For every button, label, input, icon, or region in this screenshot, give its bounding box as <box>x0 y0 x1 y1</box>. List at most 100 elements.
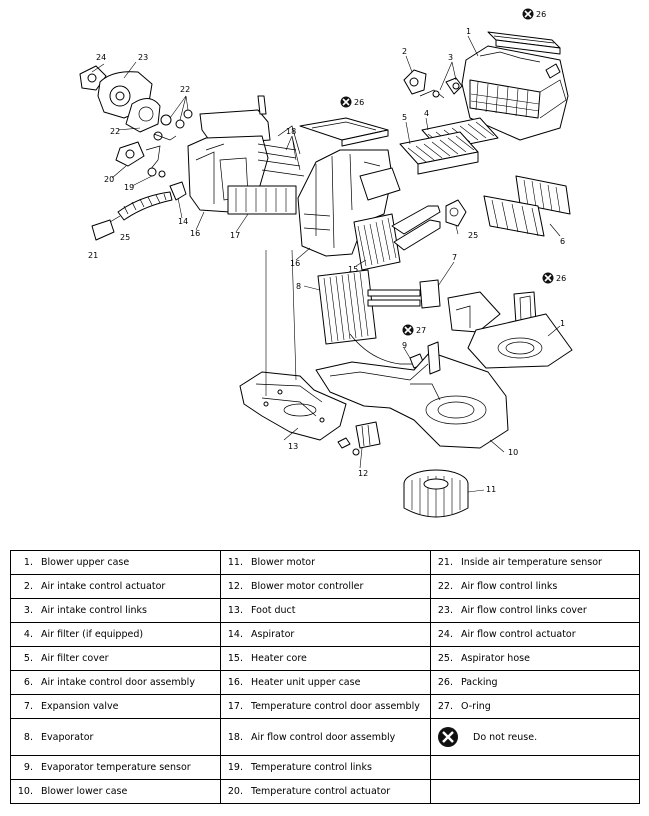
callout-10: 10 <box>508 448 518 457</box>
legend-row: 3. Air intake control links 13. Foot duct 23… <box>10 598 640 623</box>
callout-12: 12 <box>358 469 368 478</box>
callout-25-right: 25 <box>468 231 478 240</box>
legend-number: 20. <box>227 786 243 797</box>
legend-number: 10. <box>17 786 33 797</box>
legend-number: 4. <box>23 629 33 640</box>
callout-11: 11 <box>486 485 496 494</box>
legend-number: 16. <box>227 677 243 688</box>
legend-number: 8. <box>23 731 33 743</box>
heater-unit-upper-case <box>297 149 401 257</box>
callout-7: 7 <box>452 253 457 262</box>
callout-9: 9 <box>402 341 407 350</box>
legend-label: Air intake control links <box>41 605 147 616</box>
evaporator-assembly <box>317 269 555 369</box>
callout-1-right: 1 <box>560 319 565 328</box>
blower-case-right <box>447 291 573 369</box>
legend-number: 14. <box>227 629 243 640</box>
legend-row: 4. Air filter (if equipped) 14. Aspirator 24… <box>10 622 640 647</box>
legend-cell: 21.Inside air temperature sensor <box>430 550 640 575</box>
legend-label: Heater core <box>251 653 307 664</box>
legend-label: O-ring <box>461 701 491 712</box>
legend-number: 9. <box>23 762 33 773</box>
legend-label: Aspirator hose <box>461 653 530 664</box>
legend-number: 13. <box>227 605 243 616</box>
legend-cell: 4. Air filter (if equipped) <box>10 622 221 647</box>
callout-19: 19 <box>124 183 134 192</box>
callout-3: 3 <box>448 53 453 62</box>
callout-24: 24 <box>96 53 106 62</box>
callout-18: 18 <box>286 127 296 136</box>
foot-duct <box>239 371 347 441</box>
legend-label: Heater unit upper case <box>251 677 361 688</box>
legend-label: Evaporator <box>41 731 94 743</box>
legend-cell: 25.Aspirator hose <box>430 646 640 671</box>
legend-label: Air flow control door assembly <box>251 731 396 743</box>
legend-cell: 3. Air intake control links <box>10 598 221 623</box>
callout-8: 8 <box>296 282 301 291</box>
legend-number: 1. <box>23 557 33 568</box>
air-intake-actuator-links <box>403 69 463 99</box>
callout-21: 21 <box>88 251 98 260</box>
legend-label: Foot duct <box>251 605 296 616</box>
legend-cell: 8. Evaporator <box>10 718 221 756</box>
legend-label: Air intake control actuator <box>41 581 166 592</box>
blower-lower-case <box>315 341 509 449</box>
callout-16: 16 <box>190 229 200 238</box>
legend-label: Aspirator <box>251 629 295 640</box>
legend-number: 23. <box>437 605 453 616</box>
legend-label: Blower motor controller <box>251 581 364 592</box>
legend-cell: 17.Temperature control door assembly <box>220 694 431 719</box>
air-flow-control-links <box>153 109 193 141</box>
legend-cell: 20. Temperature control actuator <box>220 779 431 804</box>
callout-13: 13 <box>288 442 298 451</box>
heater-core <box>353 199 467 271</box>
legend-cell: 12. Blower motor controller <box>220 574 431 599</box>
legend-cell: 9. Evaporator temperature sensor <box>10 755 221 780</box>
legend-cell: 19.Temperature control links <box>220 755 431 780</box>
legend-number: 12. <box>227 581 243 592</box>
air-filter-and-cover <box>399 117 499 175</box>
aspirator-and-hose <box>91 181 187 241</box>
legend-cell: 10.Blower lower case <box>10 779 221 804</box>
callout-17: 17 <box>230 231 240 240</box>
legend-number: 21. <box>437 557 453 568</box>
exploded-view-diagram: 24 23 22 22 20 19 14 16 17 25 21 18 26 1… <box>79 7 573 518</box>
legend-cell: 27.O-ring <box>430 694 640 719</box>
legend-number: 5. <box>23 653 33 664</box>
legend-number: 3. <box>23 605 33 616</box>
blower-upper-case <box>461 45 569 141</box>
legend-label: Expansion valve <box>41 701 119 712</box>
legend-label: Air flow control links <box>461 581 558 592</box>
legend-number: 26. <box>437 677 453 688</box>
legend-label: Blower motor <box>251 557 316 568</box>
callout-15: 15 <box>348 265 358 274</box>
legend-label: Air filter (if equipped) <box>41 629 144 640</box>
callout-22b: 22 <box>110 127 120 136</box>
legend-label: Temperature control links <box>251 762 372 773</box>
legend-label: Air flow control links cover <box>461 605 587 616</box>
callout-26-center: 26 <box>354 98 364 107</box>
callout-22: 22 <box>180 85 190 94</box>
legend-row: 10.Blower lower case 20. Temperature contr… <box>10 779 640 804</box>
legend-cell: 15.Heater core <box>220 646 431 671</box>
legend-number: 24. <box>437 629 453 640</box>
legend-number: 2. <box>23 581 33 592</box>
legend-cell <box>430 755 640 780</box>
legend-cell: 26.Packing <box>430 670 640 695</box>
callout-14: 14 <box>178 217 188 226</box>
callout-4: 4 <box>424 109 429 118</box>
legend-label: Do not reuse. <box>473 731 538 743</box>
legend-label: Blower upper case <box>41 557 130 568</box>
legend-label: Temperature control actuator <box>251 786 391 797</box>
legend-cell: 16. Heater unit upper case <box>220 670 431 695</box>
callout-1-top: 1 <box>466 27 471 36</box>
legend-label: Evaporator temperature sensor <box>41 762 191 773</box>
packing-top <box>487 7 561 55</box>
legend-cell: 24.Air flow control actuator <box>430 622 640 647</box>
